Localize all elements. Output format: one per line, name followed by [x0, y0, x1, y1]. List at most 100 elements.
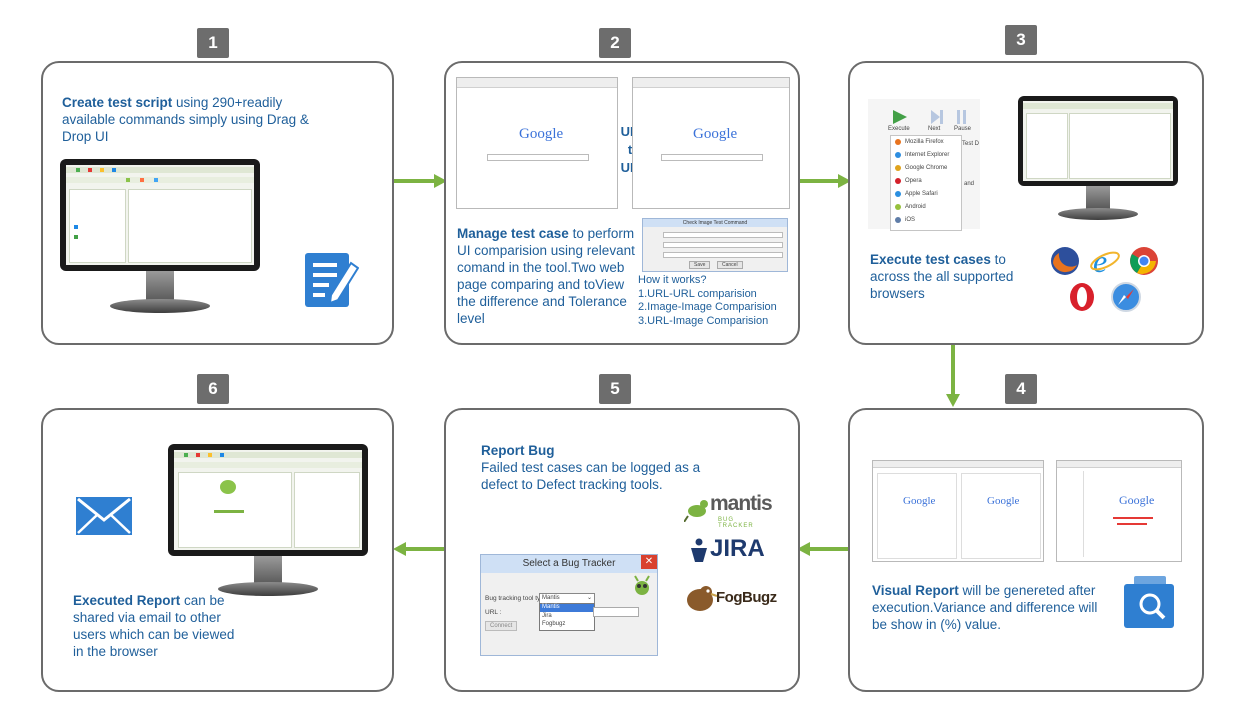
- jira-logo-text: JIRA: [710, 535, 765, 562]
- browser-option-android[interactable]: Android: [905, 204, 926, 210]
- step-card-4: Google Google Google Visual Report will …: [848, 408, 1204, 692]
- google-logo-report-1b: Google: [987, 495, 1020, 507]
- step-card-2: Google URL to URL Google Manage test cas…: [444, 61, 800, 345]
- connect-button[interactable]: Connect: [485, 621, 518, 631]
- browser-option-opera[interactable]: Opera: [905, 178, 922, 184]
- google-logo-report-2: Google: [1119, 493, 1155, 507]
- execute-button-label[interactable]: Execute: [888, 126, 910, 132]
- step-badge-3: 3: [1005, 25, 1037, 55]
- screenshot-right: Google: [632, 77, 790, 209]
- browser-option-firefox[interactable]: Mozilla Firefox: [905, 139, 944, 145]
- chrome-icon: [1130, 247, 1158, 275]
- check-image-dialog-title: Check Image Test Command: [643, 219, 787, 227]
- step-3-title: Execute test cases: [870, 252, 991, 267]
- step-4-title: Visual Report: [872, 583, 959, 598]
- how-it-works-title: How it works?: [638, 274, 707, 286]
- url-input[interactable]: [593, 607, 639, 617]
- safari-icon: [1111, 282, 1141, 312]
- ie-icon: e: [1090, 245, 1120, 277]
- step-3-text: to across the all supported browsers: [870, 252, 1014, 301]
- browser-option-ios[interactable]: iOS: [905, 217, 916, 223]
- firefox-icon: [1051, 247, 1079, 275]
- bug-tracker-option-mantis[interactable]: Mantis: [540, 604, 594, 612]
- visual-report-shot-2: Google: [1056, 460, 1182, 562]
- google-logo-left: Google: [519, 126, 564, 142]
- monitor-1: [60, 159, 260, 329]
- step-4-description: Visual Report will be genereted after ex…: [872, 582, 1102, 633]
- step-2-text: to perform UI comparision using relevant…: [457, 226, 635, 326]
- google-logo-report-1a: Google: [903, 495, 936, 507]
- step-card-5: Report Bug Failed test cases can be logg…: [444, 408, 800, 692]
- bug-tracker-options-list: Mantis Jira Fogbugz: [539, 603, 595, 631]
- bug-tracker-dialog-title: Select a Bug Tracker: [481, 555, 657, 573]
- bug-tracker-dialog: Select a Bug Tracker ✕ Bug tracking tool…: [480, 554, 658, 656]
- execute-play-icon: [893, 110, 907, 124]
- next-icon: [931, 110, 943, 124]
- step-5-description: Report Bug Failed test cases can be logg…: [481, 442, 721, 493]
- step-badge-6: 6: [197, 374, 229, 404]
- step-1-description: Create test script using 290+readily ava…: [62, 94, 322, 145]
- and-label: and: [964, 181, 975, 187]
- step-4-text: will be genereted after execution.Varian…: [872, 583, 1098, 632]
- bug-tracker-option-fogbugz[interactable]: Fogbugz: [542, 621, 566, 627]
- monitor-6: [168, 444, 368, 596]
- step-card-1: Create test script using 290+readily ava…: [41, 61, 394, 345]
- monitor-3: [1018, 96, 1178, 226]
- how-it-works: How it works? 1.URL-URL comparision 2.Im…: [638, 274, 794, 328]
- step-badge-4: 4: [1005, 374, 1037, 404]
- mantis-logo-text: mantis: [710, 492, 773, 515]
- check-image-dialog: Check Image Test Command Save Cancel: [642, 218, 788, 272]
- mantis-mascot-icon: [634, 575, 650, 595]
- step-6-description: Executed Report can be shared via email …: [73, 592, 248, 660]
- fogbugz-kiwi-icon: [687, 586, 718, 611]
- arrow-3-to-4: [946, 342, 960, 407]
- visual-report-shot-1: Google Google: [872, 460, 1044, 562]
- browser-option-safari[interactable]: Apple Safari: [905, 191, 938, 197]
- next-button-label[interactable]: Next: [928, 126, 941, 132]
- step-card-6: Executed Report can be shared via email …: [41, 408, 394, 692]
- step-5-title: Report Bug: [481, 443, 555, 458]
- arrow-5-to-6: [393, 542, 448, 556]
- step-1-title: Create test script: [62, 95, 173, 110]
- jira-icon: [691, 538, 707, 562]
- browser-dropdown-menu: Mozilla Firefox Internet Explorer Google…: [890, 135, 962, 231]
- close-icon[interactable]: ✕: [641, 555, 657, 569]
- bug-tracker-type-label: Bug tracking tool type:: [485, 595, 550, 602]
- execute-toolbar: Execute Next Pause Test D and Mozilla Fi…: [868, 99, 980, 231]
- browser-option-ie[interactable]: Internet Explorer: [905, 152, 950, 158]
- mantis-logo: mantis BUG TRACKER: [684, 492, 773, 532]
- bug-tracker-option-jira[interactable]: Jira: [542, 613, 552, 619]
- search-document-icon: [1124, 576, 1174, 628]
- step-1-text: using 290+readily available commands sim…: [62, 95, 309, 144]
- url-label: URL :: [485, 609, 502, 616]
- envelope-icon: [76, 497, 132, 535]
- arrow-2-to-3: [796, 174, 851, 188]
- fogbugz-logo-text: FogBugz: [716, 589, 777, 606]
- step-badge-2: 2: [599, 28, 631, 58]
- arrow-1-to-2: [392, 174, 447, 188]
- step-2-title: Manage test case: [457, 226, 569, 241]
- mantis-logo-subtext: BUG TRACKER: [718, 517, 754, 529]
- opera-icon: [1070, 283, 1094, 311]
- browser-option-chrome[interactable]: Google Chrome: [905, 165, 948, 171]
- dialog2-cancel-button[interactable]: Cancel: [717, 261, 743, 269]
- screenshot-left: Google: [456, 77, 618, 209]
- pause-icon: [957, 110, 966, 124]
- arrow-4-to-5: [797, 542, 852, 556]
- edit-document-icon: [305, 253, 359, 307]
- step-2-description: Manage test case to perform UI comparisi…: [457, 225, 642, 327]
- dialog2-save-button[interactable]: Save: [689, 261, 711, 269]
- how-item-3: 3.URL-Image Comparision: [638, 314, 769, 327]
- google-logo-right: Google: [693, 126, 738, 142]
- bug-tracker-selected: Mantis: [542, 595, 560, 601]
- step-5-text: Failed test cases can be logged as a def…: [481, 460, 701, 492]
- how-item-1: 1.URL-URL comparision: [638, 287, 757, 300]
- step-6-title: Executed Report: [73, 593, 181, 608]
- step-6-text: can be shared via email to other users w…: [73, 593, 235, 659]
- step-badge-1: 1: [197, 28, 229, 58]
- step-card-3: Execute Next Pause Test D and Mozilla Fi…: [848, 61, 1204, 345]
- step-3-description: Execute test cases to across the all sup…: [870, 251, 1030, 302]
- jira-logo: JIRA: [688, 534, 770, 568]
- pause-button-label[interactable]: Pause: [954, 126, 972, 132]
- how-item-2: 2.Image-Image Comparision: [638, 301, 777, 313]
